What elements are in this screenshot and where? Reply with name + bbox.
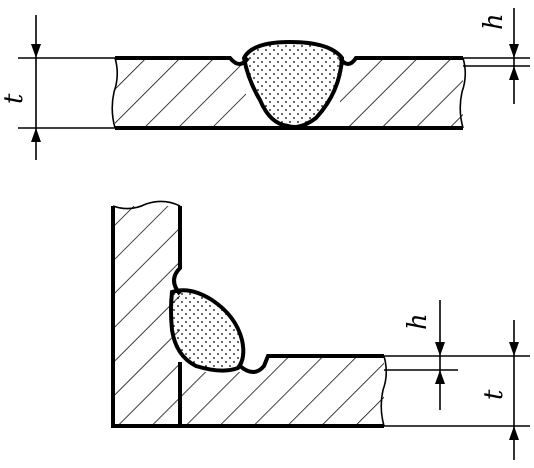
h-label-top: h: [479, 13, 509, 30]
horizontal-plate-outline: [238, 354, 384, 374]
left-plate: [115, 58, 246, 128]
top-break-line: [112, 200, 181, 210]
t-label-top: t: [0, 93, 29, 104]
vertical-plate-inner-edge: [172, 206, 182, 296]
h2-arrow-top: [435, 342, 445, 356]
h-label-bottom: h: [403, 313, 433, 330]
t-label-bottom: t: [479, 389, 509, 400]
t2-arrow-top: [509, 342, 519, 356]
left-break-line: [111, 57, 119, 129]
t-arrow-bottom: [31, 128, 41, 142]
butt-plate-outline-right: [338, 56, 463, 66]
butt-weld-bead: [241, 39, 345, 129]
h2-arrow-bottom: [435, 370, 445, 384]
right-break-line-bottom: [380, 355, 388, 427]
butt-plate-outline: [115, 56, 250, 66]
vertical-plate-outline: [111, 206, 384, 428]
butt-weld-figure: t h: [0, 8, 530, 160]
vertical-plate: [113, 206, 180, 426]
h-arrow-top: [509, 44, 519, 58]
h-arrow-bottom: [509, 66, 519, 80]
horizontal-plate: [180, 356, 384, 426]
t2-arrow-bottom: [509, 426, 519, 440]
corner-weld-bead: [169, 288, 246, 373]
t-arrow-top: [31, 44, 41, 58]
right-break-line: [459, 57, 467, 129]
right-plate: [340, 58, 463, 128]
corner-weld-figure: h t: [111, 200, 530, 460]
